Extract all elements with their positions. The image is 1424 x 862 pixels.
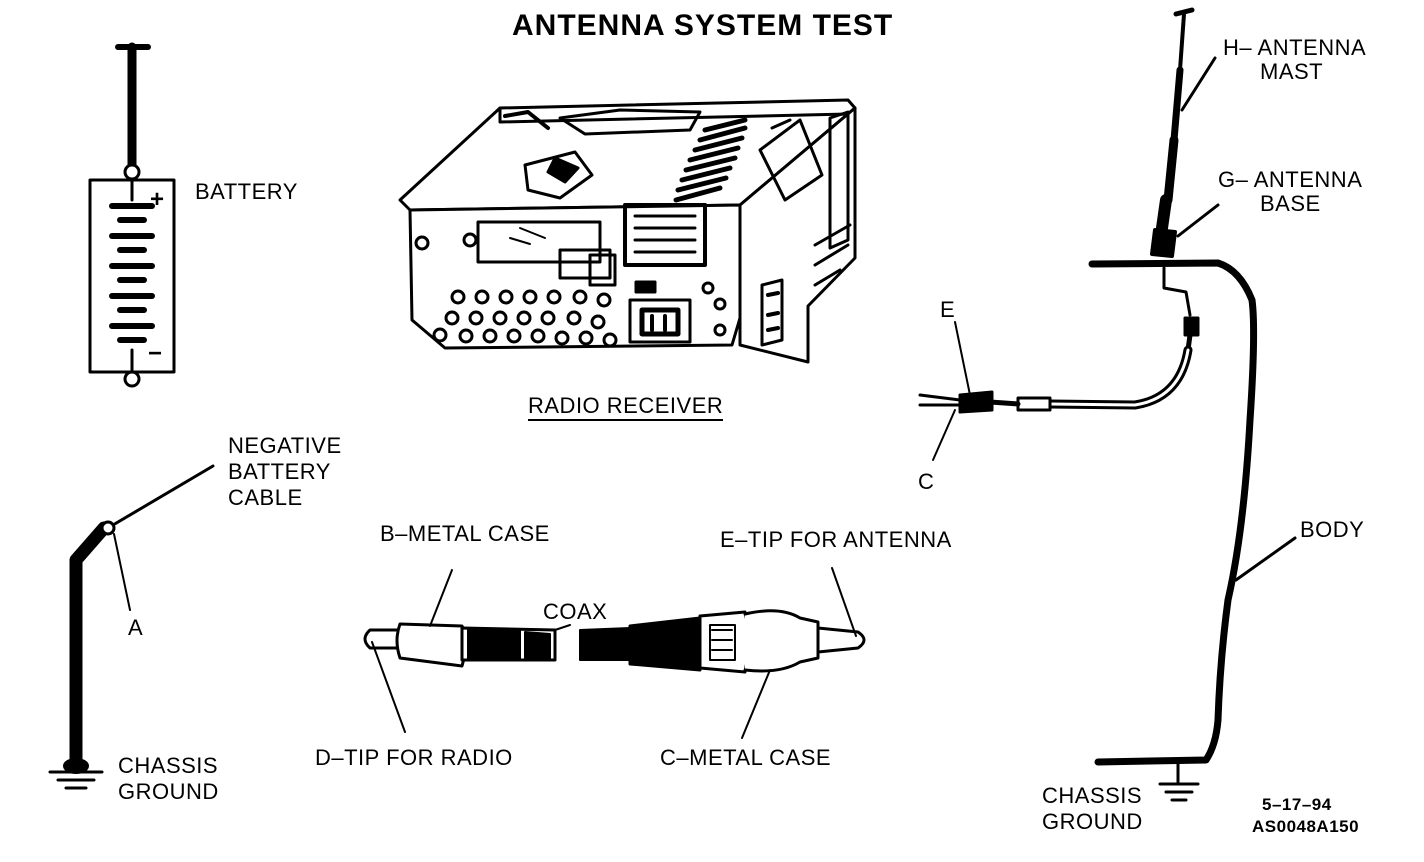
battery-negative-label: −: [148, 340, 163, 367]
vehicle-body-outline: [1088, 259, 1258, 766]
negative-battery-cable-label-line1: NEGATIVE: [228, 433, 342, 458]
coax-test-cable-drawing: [363, 609, 866, 674]
d-tip-for-radio-label: D–TIP FOR RADIO: [315, 745, 513, 770]
g-antenna-base-label-line2: BASE: [1260, 191, 1321, 216]
e-label: E: [940, 297, 956, 322]
radio-receiver-drawing: [398, 98, 857, 364]
negative-battery-cable-label-line2: BATTERY: [228, 459, 331, 484]
diagram-title: ANTENNA SYSTEM TEST: [512, 9, 894, 42]
g-antenna-base-label-line1: G– ANTENNA: [1218, 167, 1363, 192]
c-metal-case-label: C–METAL CASE: [660, 745, 832, 770]
e-tip-leader: [831, 567, 857, 637]
battery-drawing: [88, 42, 176, 388]
b-metal-case-label: B–METAL CASE: [380, 521, 550, 546]
antenna-base-leader: [1176, 203, 1220, 238]
b-metal-case-leader: [429, 569, 453, 627]
chassis-ground-left-label-line1: CHASSIS: [118, 753, 219, 778]
coax-label: COAX: [543, 599, 608, 624]
antenna-lead-cable: [918, 316, 1200, 414]
chassis-ground-right-label-line1: CHASSIS: [1042, 783, 1143, 808]
negative-battery-cable-drawing: [48, 464, 215, 790]
c-label: C: [918, 469, 935, 494]
h-antenna-mast-label-line2: MAST: [1260, 59, 1324, 84]
battery-label: BATTERY: [195, 179, 298, 204]
battery-positive-label: +: [150, 186, 165, 213]
h-antenna-mast-label-line1: H– ANTENNA: [1223, 35, 1367, 60]
e-leader: [954, 321, 971, 396]
body-label: BODY: [1300, 517, 1365, 542]
figure-code: AS0048A150: [1252, 817, 1360, 836]
date-code: 5–17–94: [1262, 795, 1332, 814]
negative-battery-cable-label-line3: CABLE: [228, 485, 303, 510]
a-label: A: [128, 615, 144, 640]
body-leader: [1234, 536, 1297, 582]
chassis-ground-right-symbol: [1158, 760, 1200, 802]
c-metal-case-leader: [741, 669, 771, 739]
antenna-mast-leader: [1180, 56, 1217, 112]
chassis-ground-left-label-line2: GROUND: [118, 779, 219, 804]
antenna-mast-drawing: [1150, 7, 1195, 258]
d-tip-leader: [371, 641, 406, 733]
radio-receiver-label: RADIO RECEIVER: [528, 394, 724, 421]
c-leader: [932, 409, 956, 461]
e-tip-for-antenna-label: E–TIP FOR ANTENNA: [720, 527, 952, 552]
chassis-ground-right-label-line2: GROUND: [1042, 809, 1143, 834]
